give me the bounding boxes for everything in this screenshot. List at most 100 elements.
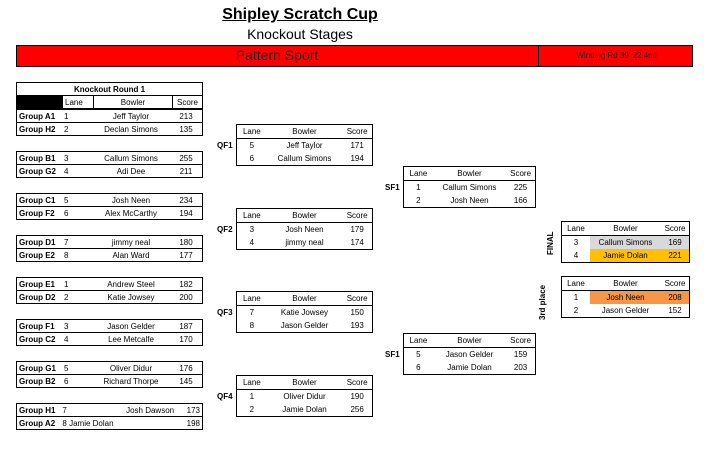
bowler-name: Adi Dee	[92, 164, 170, 178]
lane-number: 2	[416, 196, 421, 205]
group-label: Group A1	[16, 109, 62, 123]
bowler-name: Katie Jowsey	[92, 290, 170, 304]
lane-number: 2	[249, 405, 255, 414]
bowler-header: Bowler	[589, 222, 662, 236]
bowler-name: Josh Dawson	[115, 403, 185, 417]
page-subtitle: Knockout Stages	[247, 26, 353, 42]
score-value: 171	[350, 141, 364, 150]
bowler-header: Bowler	[266, 376, 343, 390]
score-value: 135	[170, 122, 203, 136]
score-value: 221	[661, 249, 689, 262]
lane-number: 1	[416, 183, 421, 192]
round1-title: Knockout Round 1	[16, 82, 203, 96]
box-row: 4 jimmy neal 174	[237, 236, 372, 249]
score-value: 256	[350, 405, 364, 414]
bowler-name: Richard Thorpe	[92, 374, 170, 388]
lane-header: Lane	[237, 376, 267, 390]
bowler-name: Oliver Didur	[283, 392, 326, 401]
lane-number: 4	[62, 332, 92, 346]
group-label: Group D2	[16, 290, 62, 304]
pattern-name: Pattern Sport	[235, 47, 319, 63]
bowler-name: Lee Metcalfe	[92, 332, 170, 346]
group-label: Group B1	[16, 151, 62, 165]
score-value: 225	[513, 183, 528, 192]
lane-number: 2	[62, 122, 92, 136]
score-header: Score	[661, 222, 689, 236]
round1-bowler-header: Bowler	[93, 95, 173, 109]
lane-number: 7	[60, 403, 116, 417]
lane-number: 3	[62, 151, 92, 165]
lane-number: 8	[249, 321, 255, 330]
bowler-name: Alex McCarthy	[92, 206, 170, 220]
score-header: Score	[342, 376, 372, 390]
score-value: 203	[513, 363, 528, 372]
bowler-header: Bowler	[432, 167, 507, 181]
lane-number: 7	[249, 308, 255, 317]
round-label: SF1	[385, 350, 400, 359]
group-label: Group G2	[16, 164, 62, 178]
score-value: 173	[184, 403, 203, 417]
score-value: 198	[184, 416, 203, 430]
pattern-note: Winding Rd 39' 22.4ml	[538, 46, 694, 66]
bowler-name: jimmy neal	[92, 235, 170, 249]
lane-number: 6	[62, 374, 92, 388]
round-label: QF1	[217, 141, 233, 150]
score-value: 174	[350, 238, 364, 247]
bowler-name: Katie Jowsey	[280, 308, 329, 317]
bowler-name: jimmy neal	[285, 238, 324, 247]
score-value: 170	[170, 332, 203, 346]
round1-lane-header: Lane	[62, 95, 94, 109]
round-label: FINAL	[546, 231, 555, 255]
score-header: Score	[342, 209, 372, 223]
box-row: 7 Katie Jowsey 150	[237, 306, 372, 320]
lane-number: 8 Jamie Dolan	[60, 416, 116, 430]
lane-number: 2	[62, 290, 92, 304]
score-value: 234	[170, 193, 203, 207]
lane-number: 1	[249, 392, 255, 401]
lane-header: Lane	[404, 334, 433, 348]
score-value: 211	[170, 164, 203, 178]
score-value: 169	[661, 235, 689, 249]
lane-header: Lane	[237, 125, 267, 139]
lane-header: Lane	[404, 167, 433, 181]
score-value: 176	[170, 361, 203, 375]
lane-number: 4	[249, 238, 255, 247]
group-label: Group H1	[16, 403, 61, 417]
bowler-header: Bowler	[589, 277, 662, 291]
bowler-name: Jamie Dolan	[282, 405, 327, 414]
bowler-name: Declan Simons	[92, 122, 170, 136]
lane-number: 2	[573, 306, 579, 315]
score-value: 150	[350, 308, 364, 317]
lane-number: 6	[416, 363, 421, 372]
bowler-header: Bowler	[266, 292, 343, 306]
lane-number: 3	[573, 238, 579, 247]
score-header: Score	[506, 167, 535, 181]
